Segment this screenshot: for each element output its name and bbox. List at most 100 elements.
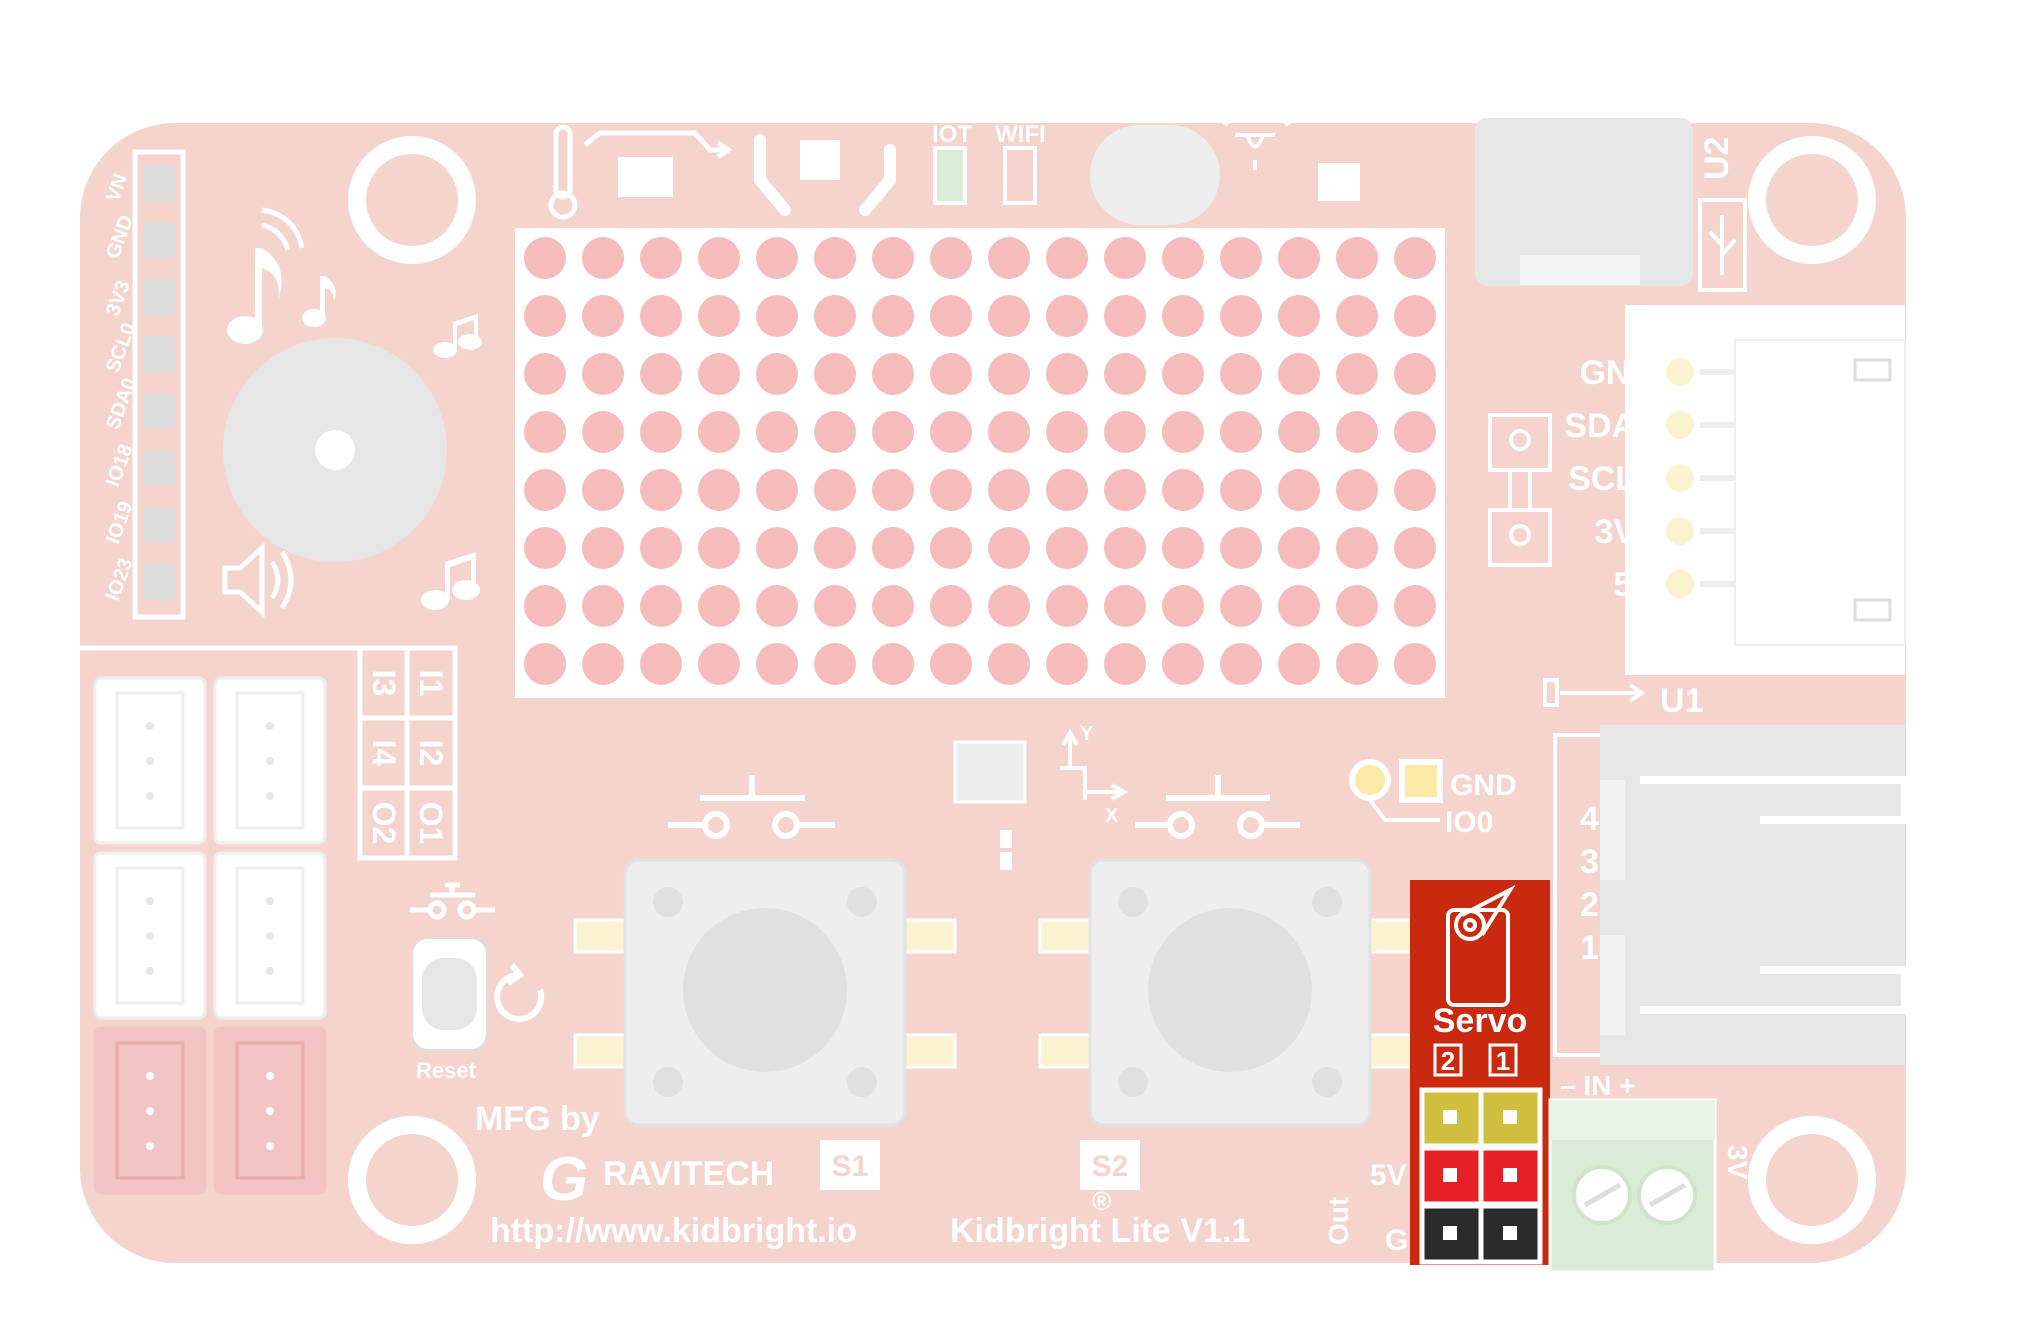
led-dot [756,469,798,511]
led-dot [872,353,914,395]
led-dot [698,469,740,511]
label-board-name: Kidbright Lite V1.1 [950,1212,1250,1250]
io0-pad-round [1349,759,1391,801]
led-dot [1336,469,1378,511]
led-dot [814,411,856,453]
header-pin [143,450,175,486]
servo-channel-1-box [1488,1043,1518,1077]
led-dot [1162,237,1204,279]
led-dot [524,295,566,337]
mounting-hole-top-left [348,136,476,264]
led-dot [988,353,1030,395]
led-dot [1220,237,1262,279]
led-dot [988,643,1030,685]
usb-pin-label: 3 [1580,843,1599,881]
led-dot [1162,295,1204,337]
led-dot [930,643,972,685]
led-dot [756,237,798,279]
led-dot [1104,585,1146,627]
led-dot [582,237,624,279]
led-dot [988,469,1030,511]
i2c-pin-label: 3V3 [1595,513,1656,551]
header-pin [143,336,175,372]
i2c-pin-pad [1660,564,1700,604]
led-dot [1104,237,1146,279]
led-dot [1162,585,1204,627]
io-table-cell-label: I4 [366,740,402,767]
led-dot [582,353,624,395]
led-dot [1220,353,1262,395]
label-g: G [1385,1224,1408,1257]
led-dot [1162,643,1204,685]
led-dot [1394,237,1436,279]
led-dot [930,295,972,337]
led-dot [872,237,914,279]
led-dot [1046,411,1088,453]
led-dot [756,643,798,685]
label-5v: 5V [1370,1159,1407,1192]
led-dot [1104,411,1146,453]
led-dot [814,527,856,569]
led-dot [872,643,914,685]
servo-icon [1446,884,1516,1007]
io-table-cell-label: I1 [413,670,449,697]
led-dot [640,237,682,279]
music-note-icon [227,248,482,610]
led-dot [1104,295,1146,337]
led-dot [1278,643,1320,685]
usb-pin-label: 2 [1580,886,1599,924]
led-dot [1104,469,1146,511]
usb-pin-label: 1 [1580,929,1599,967]
led-dot [1220,295,1262,337]
label-in: – IN + [1560,1070,1635,1101]
led-dot [872,527,914,569]
led-dot [1394,469,1436,511]
axis-icon [1060,729,1128,801]
led-dot [872,295,914,337]
header-pin [143,279,175,315]
label-s2-box [1080,1140,1140,1190]
led-dot [1394,643,1436,685]
led-dot [582,411,624,453]
i2c-pin-pad [1660,511,1700,551]
led-dot [1162,469,1204,511]
left-pin-header [132,149,186,620]
led-dot [1220,585,1262,627]
label-s1: S1 [832,1150,869,1183]
led-dot [872,469,914,511]
led-dot [698,527,740,569]
led-dot [1220,527,1262,569]
thermometer-icon [548,124,733,220]
led-dot [1278,353,1320,395]
label-axis-y: Y [1080,723,1094,745]
label-servo-2: 2 [1441,1046,1455,1076]
led-dot [988,295,1030,337]
led-dot [930,585,972,627]
led-dot [640,411,682,453]
led-dot [640,527,682,569]
led-dot [988,585,1030,627]
led-dot [1336,527,1378,569]
led-dot [1162,527,1204,569]
i2c-pin-pad [1660,405,1700,445]
led-dot [640,295,682,337]
label-registered: ® [1092,1186,1111,1216]
led-dot [1104,643,1146,685]
led-dot [1278,527,1320,569]
led-dot [640,469,682,511]
led-dot [698,353,740,395]
led-dot [1220,411,1262,453]
i2c-pin-label: 5V [1613,566,1655,604]
label-gnd-io0-header: GND [1450,769,1517,802]
label-u1: U1 [1660,682,1703,720]
label-in-volt: 3V [1722,1145,1753,1180]
jst-connectors [93,676,327,1195]
led-dot [524,353,566,395]
led-dot [698,295,740,337]
led-dot [698,411,740,453]
mounting-hole-top-right [1748,136,1876,264]
temp-ic [1318,163,1360,201]
led-dot [1336,643,1378,685]
led-dot [640,585,682,627]
